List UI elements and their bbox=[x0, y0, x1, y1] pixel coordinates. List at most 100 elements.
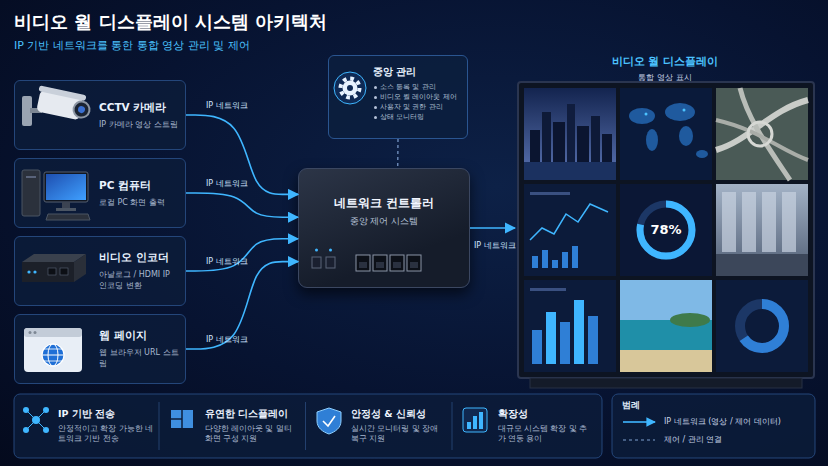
panel-line-chart bbox=[524, 184, 616, 276]
panel-map bbox=[679, 126, 693, 146]
legend-sample bbox=[622, 417, 658, 427]
node-text: 사용자 및 권한 관리 bbox=[373, 102, 461, 112]
legend-text: 제어 / 관리 연결 bbox=[664, 434, 722, 445]
feature-chart-icon bbox=[467, 422, 471, 429]
panel-bar-chart bbox=[560, 322, 570, 364]
node-text: IP 카메라 영상 스트림 bbox=[99, 119, 179, 130]
panel-city bbox=[577, 126, 589, 162]
feature-chart-icon bbox=[463, 408, 487, 432]
web-page-icon bbox=[44, 349, 62, 350]
controller-ports bbox=[393, 262, 401, 268]
source-box: CCTV 카메라 IP 카메라 영상 스트림 bbox=[14, 80, 186, 150]
panel-pie-chart bbox=[740, 304, 784, 348]
panel-bar-chart bbox=[588, 316, 598, 364]
panel-donut-gauge bbox=[620, 184, 712, 276]
feature-chart-icon bbox=[479, 412, 483, 429]
panel-line-chart bbox=[552, 260, 558, 268]
panel-beach bbox=[620, 280, 712, 320]
panel-highway bbox=[716, 120, 808, 160]
panel-map bbox=[683, 109, 686, 112]
feature-network-icon bbox=[43, 407, 49, 413]
encoder-icon bbox=[48, 268, 56, 275]
encoder-icon bbox=[33, 270, 36, 273]
feature-network-icon bbox=[36, 420, 46, 430]
encoder-icon bbox=[27, 270, 30, 273]
controller-ports bbox=[329, 249, 332, 252]
panel-map bbox=[629, 108, 655, 124]
node-text: 안정적이고 확장 가능한 네트워크 기반 전송 bbox=[58, 424, 155, 444]
web-page-icon bbox=[29, 331, 32, 334]
network-connector bbox=[186, 115, 298, 194]
node-heading: 네트워크 컨트롤러 bbox=[334, 195, 434, 212]
controller-ports bbox=[407, 255, 421, 271]
feature-item: 유연한 디스플레이다양한 레이아웃 및 멀티 화면 구성 지원 bbox=[161, 396, 307, 456]
legend-line bbox=[623, 439, 655, 440]
panel-beach bbox=[620, 350, 712, 372]
encoder-icon bbox=[22, 262, 74, 282]
panel-donut-gauge bbox=[620, 184, 712, 276]
web-page-icon bbox=[42, 355, 64, 356]
panel-map bbox=[665, 103, 695, 121]
controller-ports bbox=[312, 257, 321, 268]
cctv-camera-icon bbox=[34, 85, 92, 122]
feature-shield-icon bbox=[323, 416, 335, 426]
network-connector bbox=[186, 193, 298, 217]
node-text: 대규모 시스템 확장 및 추가 연동 용이 bbox=[498, 424, 595, 444]
node-heading: 유연한 디스플레이 bbox=[205, 408, 302, 421]
pc-icon bbox=[22, 170, 90, 220]
node-text: 다양한 레이아웃 및 멀티 화면 구성 지원 bbox=[205, 424, 302, 444]
panel-bar-chart bbox=[574, 300, 584, 364]
subtitle: IP 기반 네트워크를 통한 통합 영상 관리 및 제어 bbox=[14, 38, 250, 53]
pc-icon bbox=[56, 208, 76, 211]
panel-pie-chart bbox=[716, 280, 808, 372]
feature-network-icon bbox=[23, 407, 29, 413]
panel-map bbox=[620, 88, 712, 180]
gear-icon bbox=[341, 79, 360, 98]
controller-ports bbox=[312, 249, 421, 272]
panel-map bbox=[696, 150, 708, 158]
node-text: 비디오 월 레이아웃 제어 bbox=[373, 92, 461, 102]
panel-city bbox=[524, 88, 616, 180]
panel-bar-chart bbox=[530, 288, 566, 291]
controller-ports bbox=[376, 262, 384, 268]
panel-line-chart bbox=[530, 204, 608, 240]
pc-icon bbox=[46, 174, 86, 200]
panel-bar-chart bbox=[524, 280, 616, 372]
feature-layout-icon bbox=[171, 410, 193, 428]
panel-pie-chart bbox=[740, 304, 784, 348]
node-text: 실시간 모니터링 및 장애 복구 지원 bbox=[351, 424, 448, 444]
panel-line-chart bbox=[542, 250, 548, 268]
controller-ports bbox=[410, 262, 418, 268]
web-page-icon bbox=[24, 328, 82, 337]
source-box: PC 컴퓨터로컬 PC 화면 출력 bbox=[14, 158, 186, 228]
controller-ports bbox=[315, 249, 318, 252]
edge-label: IP 네트워크 bbox=[206, 178, 248, 189]
panel-lobby bbox=[716, 184, 808, 276]
cctv-camera-icon bbox=[30, 108, 42, 113]
network-connector bbox=[470, 227, 515, 229]
management-box: 중앙 관리소스 등록 및 관리비디오 월 레이아웃 제어사용자 및 권한 관리상… bbox=[328, 55, 468, 139]
node-heading: 확장성 bbox=[498, 408, 595, 421]
network-connector bbox=[186, 239, 298, 271]
controller-ports bbox=[390, 255, 404, 271]
node-heading: 비디오 월 디스플레이 bbox=[612, 54, 719, 69]
pc-icon bbox=[46, 214, 90, 220]
network-connector bbox=[397, 139, 398, 168]
encoder-icon bbox=[74, 254, 86, 282]
panel-map bbox=[620, 88, 712, 180]
controller-ports bbox=[356, 255, 370, 271]
panel-city bbox=[553, 122, 565, 162]
gear-icon bbox=[334, 72, 366, 104]
panel-lobby bbox=[782, 192, 796, 252]
node-heading: CCTV 카메라 bbox=[99, 101, 179, 115]
video-wall-frame bbox=[518, 82, 814, 378]
legend-heading: 범례 bbox=[622, 399, 640, 412]
controller-ports bbox=[373, 255, 387, 271]
source-box: 비디오 인코더아날로그 / HDMI IP 인코딩 변환 bbox=[14, 236, 186, 306]
panel-city bbox=[542, 112, 551, 162]
panel-pie-chart bbox=[716, 280, 808, 372]
feature-network-icon bbox=[23, 407, 49, 433]
